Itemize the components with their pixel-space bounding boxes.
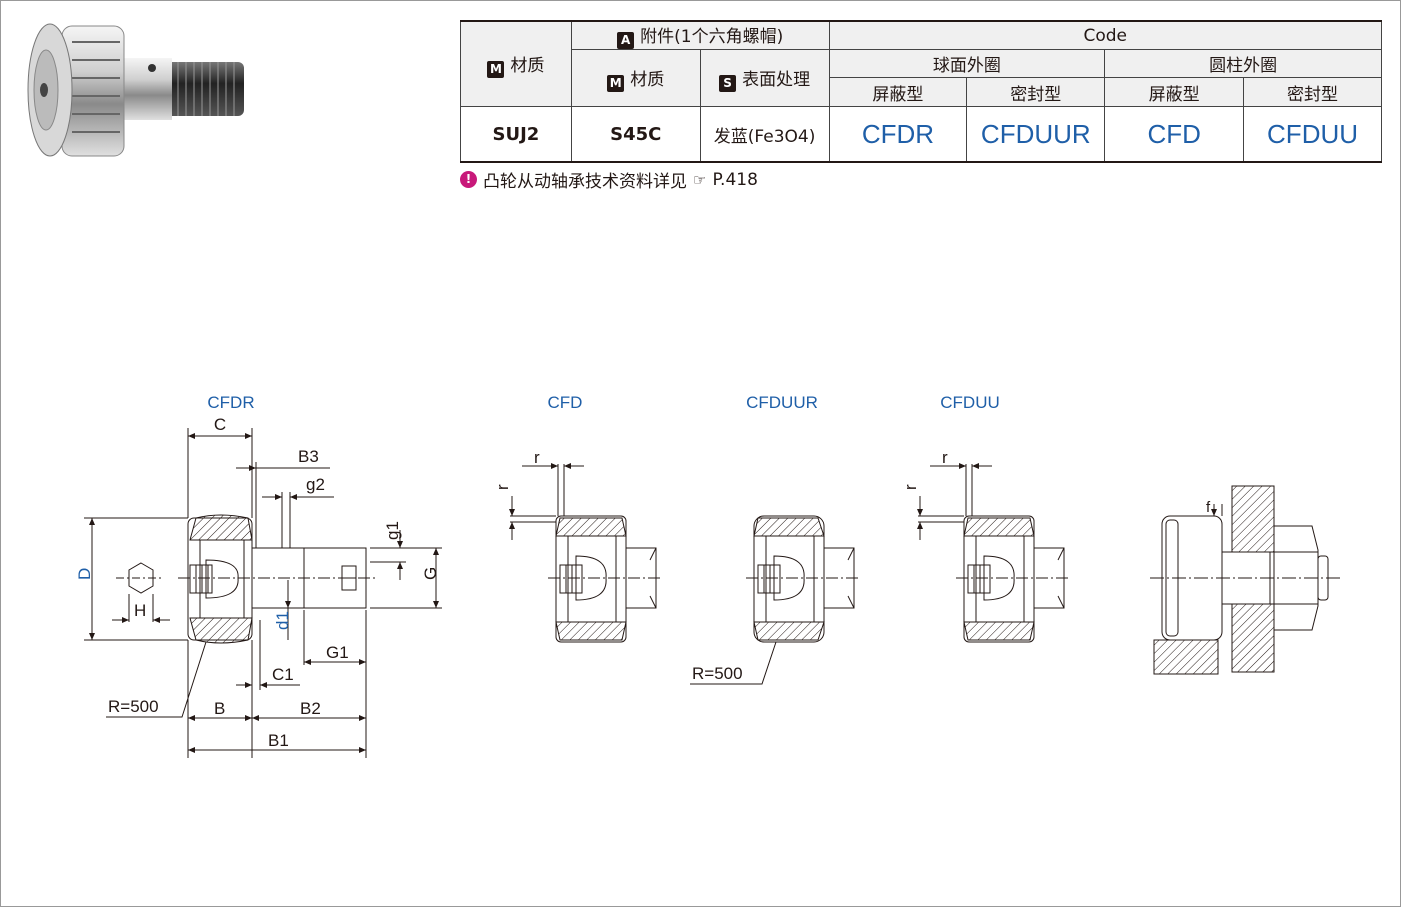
dim-r500-a: R=500	[108, 697, 159, 716]
dim-r500-b: R=500	[692, 664, 743, 683]
dim-b1: B1	[268, 731, 289, 750]
dim-b3: B3	[298, 447, 319, 466]
dim-g-big: G	[421, 567, 440, 580]
technical-drawings: CFDR CFD CFDUUR CFDUU	[75, 393, 1340, 758]
title-cfd: CFD	[548, 393, 583, 412]
cylindrical-group-header: 圆柱外圈	[1104, 49, 1382, 78]
dim-c: C	[214, 415, 226, 434]
code-cfduur: CFDUUR	[966, 106, 1106, 163]
dim-r-cfd-h: r	[534, 448, 540, 467]
note-text: 凸轮从动轴承技术资料详见	[483, 172, 687, 192]
spherical-group-header: 球面外圈	[828, 49, 1106, 78]
shielded-header-2: 屏蔽型	[1104, 77, 1245, 107]
info-pin-icon: !	[460, 171, 477, 188]
code-cfd: CFD	[1104, 106, 1245, 163]
code-cfduu: CFDUU	[1243, 106, 1382, 163]
material-value: SUJ2	[460, 106, 572, 163]
material-badge: M	[487, 60, 505, 78]
dim-h: H	[134, 601, 146, 620]
cfdr-drawing	[84, 428, 442, 758]
dim-b2: B2	[300, 699, 321, 718]
dim-r-cfduu-v: r	[901, 484, 920, 490]
note-page-link[interactable]: P.418	[712, 169, 758, 190]
title-cfduur: CFDUUR	[746, 393, 818, 412]
attachment-badge: A	[617, 32, 635, 49]
surface-badge: S	[719, 74, 737, 92]
dim-r-cfduu-h: r	[942, 448, 948, 467]
sealed-header-1: 密封型	[966, 77, 1106, 107]
title-cfduu: CFDUU	[940, 393, 1000, 412]
code-cfdr: CFDR	[828, 106, 968, 163]
tech-note: ! 凸轮从动轴承技术资料详见 ☞ P.418	[460, 167, 758, 192]
dim-f: f	[1206, 499, 1211, 516]
mounting-drawing	[1150, 485, 1340, 675]
cfdr-dim-labels: C B3 g2 g1 G D H d1 G1 C1 B B2 B1 R=500	[75, 415, 440, 750]
dim-b: B	[214, 699, 225, 718]
dim-d: D	[75, 568, 94, 580]
attach-material-badge: M	[607, 74, 625, 92]
sealed-header-2: 密封型	[1243, 77, 1382, 107]
dim-c1: C1	[272, 665, 294, 684]
dim-d1: d1	[273, 611, 292, 630]
code-header: Code	[828, 20, 1382, 50]
cfd-drawing	[509, 463, 660, 643]
shielded-header-1: 屏蔽型	[828, 77, 968, 107]
cfduur-drawing	[690, 515, 858, 685]
dim-g1-lower: G1	[326, 643, 349, 662]
cfduu-drawing	[917, 463, 1068, 643]
dim-g2: g2	[306, 475, 325, 494]
surface-value: 发蓝(Fe3O4)	[699, 106, 830, 163]
product-photo	[27, 23, 244, 157]
dim-g1: g1	[383, 521, 402, 540]
title-cfdr: CFDR	[207, 393, 254, 412]
dim-r-cfd-v: r	[493, 484, 512, 490]
pointing-hand-icon: ☞	[693, 170, 707, 189]
attach-material-value: S45C	[570, 106, 701, 163]
